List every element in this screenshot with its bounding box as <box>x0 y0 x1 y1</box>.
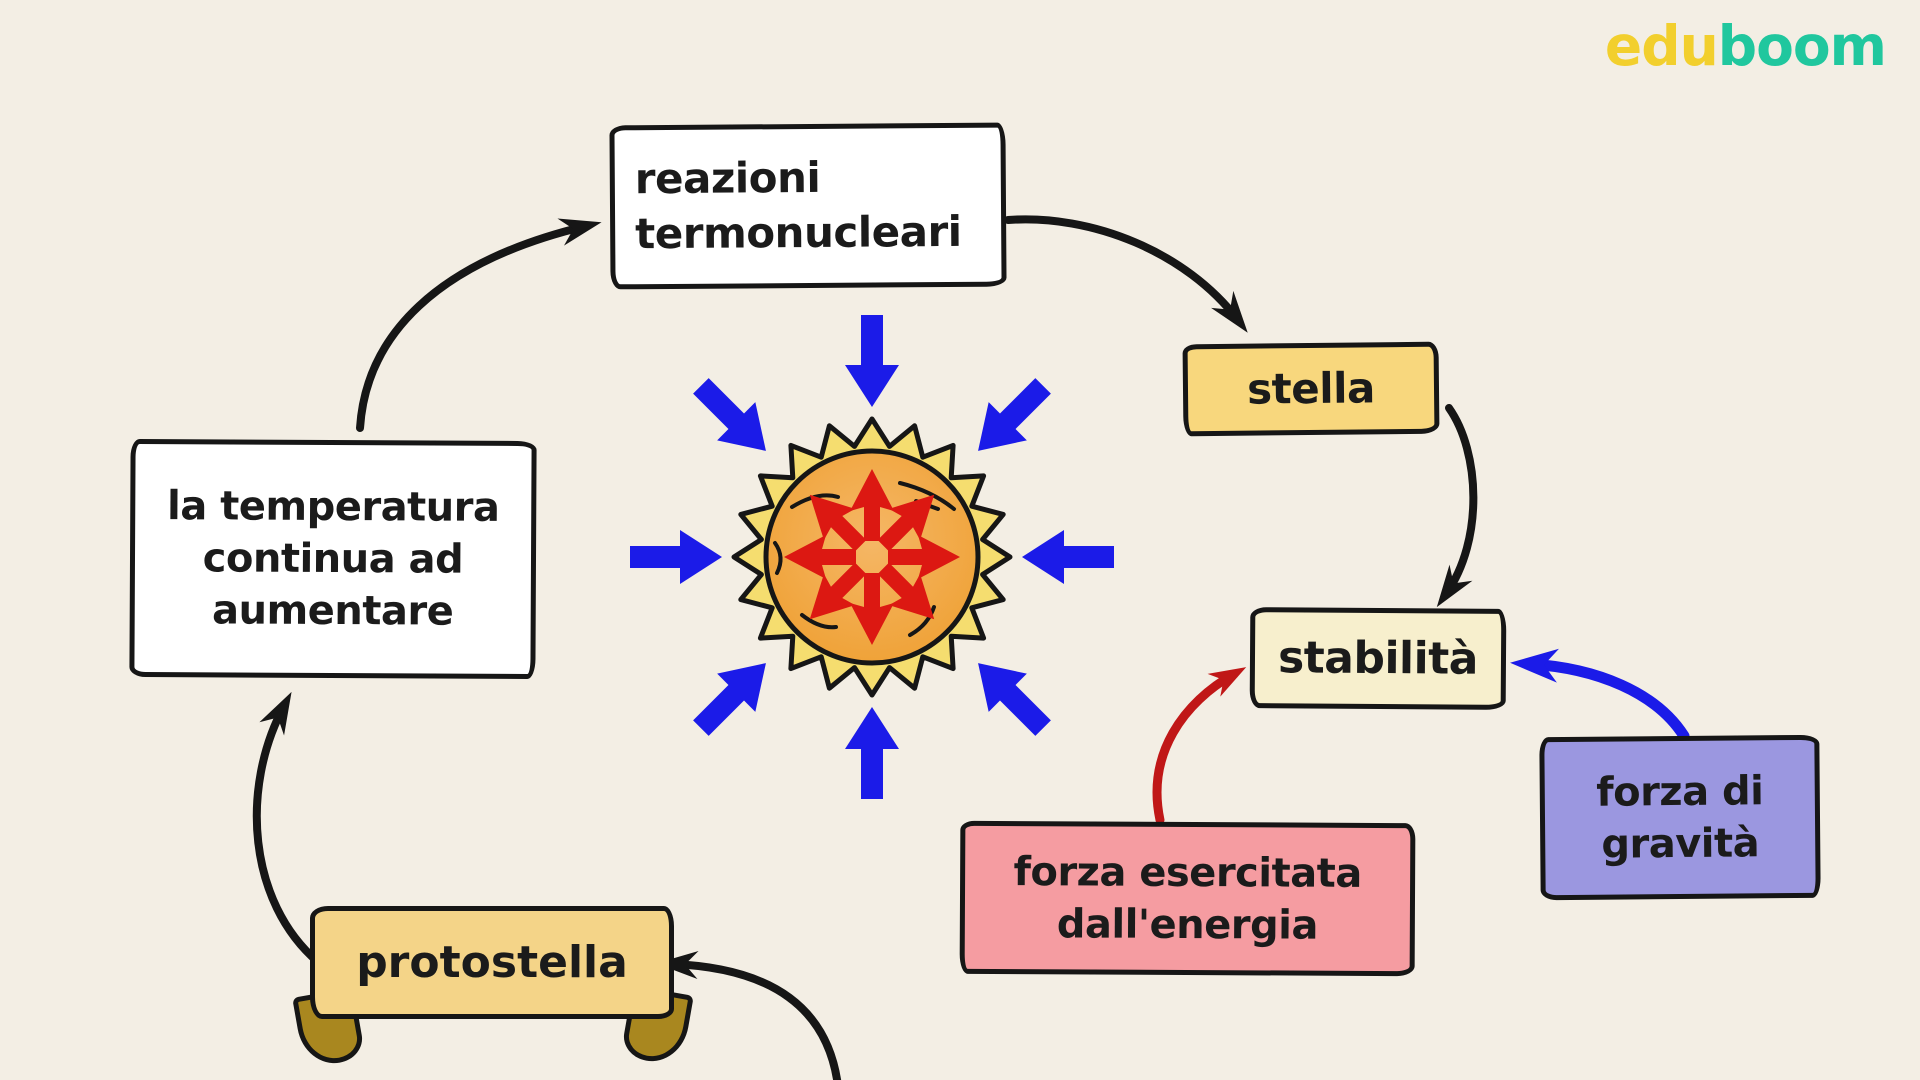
node-reazioni-termonucleari: reazioni termonucleari <box>609 122 1007 290</box>
arrow-reazioni-to-stella <box>1004 215 1248 333</box>
node-protostella-banner: protostella <box>292 906 694 1069</box>
node-label: stella <box>1246 363 1376 414</box>
logo-boom: boom <box>1717 14 1887 78</box>
node-label-line: gravità <box>1601 819 1760 868</box>
node-label-line: forza di <box>1595 767 1764 816</box>
node-label-line: continua ad <box>202 535 464 583</box>
sun-core-sketch-lines <box>773 481 956 637</box>
node-forza-di-gravita: forza di gravità <box>1539 734 1821 901</box>
node-stella: stella <box>1182 341 1440 437</box>
arrow-temperatura-to-reazioni <box>356 218 602 432</box>
node-label: protostella <box>356 937 628 988</box>
node-stabilita: stabilità <box>1249 607 1507 710</box>
node-label-line: reazioni <box>634 153 821 204</box>
arrow-protostella-to-temperatura <box>252 691 322 966</box>
arrow-gravita-to-stabilita <box>1510 648 1690 742</box>
node-protostella: protostella <box>310 906 674 1019</box>
node-forza-esercitata-dallenergia: forza esercitata dall'energia <box>959 820 1416 977</box>
node-label-line: forza esercitata <box>1013 848 1362 897</box>
logo-edu: edu <box>1604 14 1719 78</box>
sun-illustration <box>630 315 1114 799</box>
node-label-line: aumentare <box>211 587 454 635</box>
arrow-bottom-to-protostella <box>656 951 842 1080</box>
node-label-line: la temperatura <box>166 483 500 531</box>
eduboom-logo: eduboom <box>1604 14 1887 78</box>
node-label-line: termonucleari <box>635 206 962 259</box>
arrow-stella-to-stabilita <box>1436 404 1478 608</box>
node-temperatura: la temperatura continua ad aumentare <box>129 438 537 680</box>
node-label: stabilità <box>1277 632 1479 685</box>
node-label-line: dall'energia <box>1056 900 1319 949</box>
arrow-energia-to-stabilita <box>1152 667 1247 825</box>
